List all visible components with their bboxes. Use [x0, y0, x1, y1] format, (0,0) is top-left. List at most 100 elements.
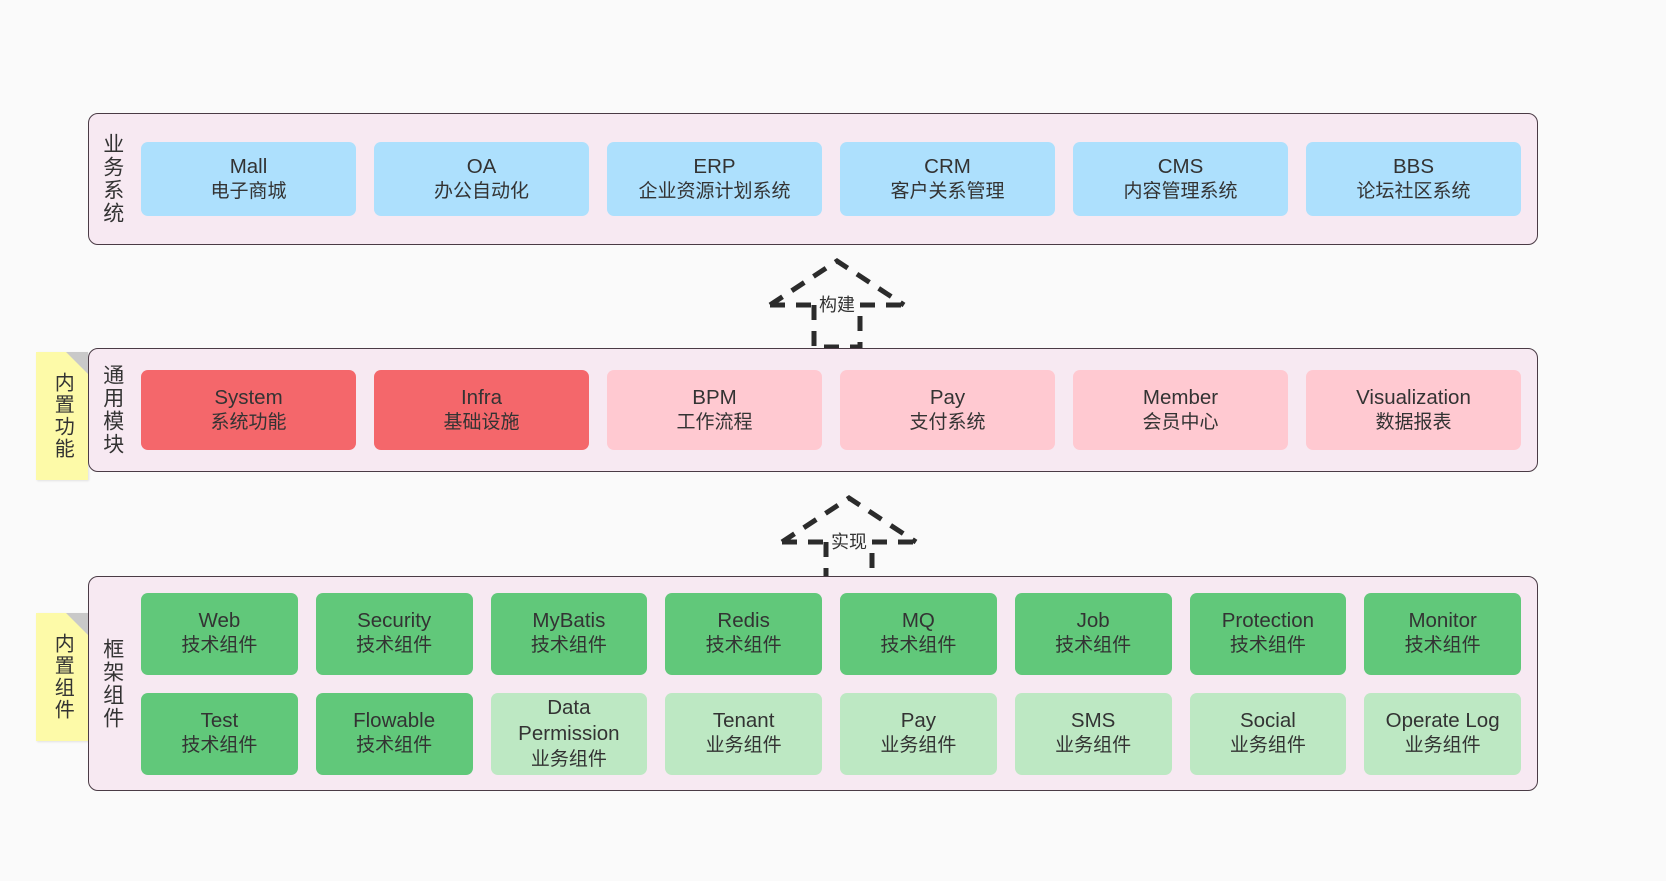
card-title: Flowable: [353, 709, 436, 733]
layer-business-system: 业务系统 Mall 电子商城 OA 办公自动化 ERP 企业资源计划系统 CRM: [88, 113, 1538, 245]
card-title: SMS: [1070, 709, 1116, 733]
card-title: System: [214, 385, 283, 409]
card-title: Mall: [229, 154, 268, 178]
card-infra[interactable]: Infra 基础设施: [374, 370, 589, 450]
card-visualization[interactable]: Visualization 数据报表: [1306, 370, 1521, 450]
layer-body-common: System 系统功能 Infra 基础设施 BPM 工作流程 Pay 支付系统…: [135, 349, 1537, 471]
framework-tech-row: Web 技术组件 Security 技术组件 MyBatis 技术组件 Redi…: [141, 592, 1521, 675]
card-title: Operate Log: [1385, 709, 1500, 733]
card-subtitle: 系统功能: [210, 411, 287, 433]
card-mybatis[interactable]: MyBatis 技术组件: [490, 592, 648, 675]
card-tenant[interactable]: Tenant 业务组件: [665, 692, 822, 775]
card-web[interactable]: Web 技术组件: [141, 592, 298, 675]
card-mall[interactable]: Mall 电子商城: [141, 142, 356, 216]
card-test[interactable]: Test 技术组件: [141, 692, 298, 775]
common-card-row: System 系统功能 Infra 基础设施 BPM 工作流程 Pay 支付系统…: [141, 370, 1521, 450]
card-redis[interactable]: Redis 技术组件: [665, 592, 822, 675]
card-title: Monitor: [1408, 609, 1477, 633]
card-erp[interactable]: ERP 企业资源计划系统: [607, 142, 822, 216]
card-subtitle: 技术组件: [530, 635, 607, 657]
card-subtitle: 技术组件: [1404, 635, 1481, 657]
card-oa[interactable]: OA 办公自动化: [374, 142, 589, 216]
card-bbs[interactable]: BBS 论坛社区系统: [1306, 142, 1521, 216]
layer-framework-component: 框架组件 Web 技术组件 Security 技术组件 MyBatis 技术组件…: [88, 576, 1538, 791]
card-bpm[interactable]: BPM 工作流程: [607, 370, 822, 450]
arrow-build-icon: [768, 258, 906, 350]
arrow-implement-label: 实现: [831, 532, 867, 552]
card-subtitle: 业务组件: [880, 735, 957, 757]
card-title: OA: [466, 154, 497, 178]
card-security[interactable]: Security 技术组件: [315, 592, 473, 675]
card-subtitle: 会员中心: [1142, 411, 1219, 433]
layer-title-common: 通用模块: [100, 364, 124, 456]
card-subtitle: 技术组件: [356, 735, 433, 757]
framework-biz-row: Test 技术组件 Flowable 技术组件 Data Permission …: [141, 692, 1521, 775]
card-title: BPM: [692, 385, 737, 409]
card-title: Pay: [929, 385, 966, 409]
layer-body-framework: Web 技术组件 Security 技术组件 MyBatis 技术组件 Redi…: [135, 577, 1537, 790]
card-subtitle: 内容管理系统: [1123, 180, 1238, 202]
card-title: MyBatis: [532, 609, 606, 633]
card-monitor[interactable]: Monitor 技术组件: [1364, 592, 1521, 675]
card-subtitle: 企业资源计划系统: [638, 180, 791, 202]
card-title: ERP: [693, 154, 736, 178]
card-crm[interactable]: CRM 客户关系管理: [840, 142, 1055, 216]
card-data-permission[interactable]: Data Permission 业务组件: [490, 692, 648, 775]
card-social[interactable]: Social 业务组件: [1189, 692, 1347, 775]
card-sms[interactable]: SMS 业务组件: [1014, 692, 1172, 775]
card-subtitle: 技术组件: [356, 635, 433, 657]
card-protection[interactable]: Protection 技术组件: [1189, 592, 1347, 675]
card-title: Test: [200, 709, 239, 733]
sticky-fold-icon: [66, 352, 88, 374]
card-subtitle: 技术组件: [181, 635, 258, 657]
card-subtitle: 工作流程: [676, 411, 753, 433]
arrow-build: 构建: [762, 255, 912, 351]
card-title: Security: [357, 609, 432, 633]
card-subtitle: 业务组件: [1055, 735, 1132, 757]
card-subtitle: 技术组件: [705, 635, 782, 657]
card-member[interactable]: Member 会员中心: [1073, 370, 1288, 450]
card-subtitle: 技术组件: [1229, 635, 1306, 657]
card-flowable[interactable]: Flowable 技术组件: [315, 692, 473, 775]
sticky-label: 内置组件: [51, 633, 74, 721]
sticky-label: 内置功能: [51, 372, 74, 460]
card-title: Social: [1239, 709, 1296, 733]
card-subtitle: 业务组件: [705, 735, 782, 757]
card-subtitle: 数据报表: [1375, 411, 1452, 433]
sticky-note-builtin-components: 内置组件: [36, 613, 88, 741]
card-cms[interactable]: CMS 内容管理系统: [1073, 142, 1288, 216]
card-title: CMS: [1157, 154, 1204, 178]
card-title: Infra: [460, 385, 503, 409]
card-system[interactable]: System 系统功能: [141, 370, 356, 450]
card-subtitle: 业务组件: [1229, 735, 1306, 757]
card-title: BBS: [1392, 154, 1435, 178]
card-job[interactable]: Job 技术组件: [1014, 592, 1172, 675]
layer-title-framework: 框架组件: [100, 637, 124, 730]
card-pay-component[interactable]: Pay 业务组件: [840, 692, 997, 775]
card-title: MQ: [901, 609, 935, 633]
card-subtitle: 论坛社区系统: [1356, 180, 1471, 202]
layer-body-business: Mall 电子商城 OA 办公自动化 ERP 企业资源计划系统 CRM 客户关系…: [135, 114, 1537, 244]
layer-common-module: 通用模块 System 系统功能 Infra 基础设施 BPM 工作流程 Pay: [88, 348, 1538, 472]
card-operate-log[interactable]: Operate Log 业务组件: [1364, 692, 1521, 775]
card-subtitle: 支付系统: [909, 411, 986, 433]
card-title: Member: [1142, 385, 1219, 409]
card-title: Tenant: [712, 709, 775, 733]
card-mq[interactable]: MQ 技术组件: [840, 592, 997, 675]
card-pay[interactable]: Pay 支付系统: [840, 370, 1055, 450]
card-title: Protection: [1221, 609, 1315, 633]
card-title: CRM: [924, 154, 971, 178]
card-subtitle: 办公自动化: [433, 180, 529, 202]
card-subtitle: 技术组件: [1055, 635, 1132, 657]
card-subtitle: 业务组件: [530, 748, 607, 770]
card-title: Pay: [900, 709, 937, 733]
card-subtitle: 技术组件: [880, 635, 957, 657]
business-card-row: Mall 电子商城 OA 办公自动化 ERP 企业资源计划系统 CRM 客户关系…: [141, 142, 1521, 216]
card-title: Visualization: [1356, 385, 1471, 409]
arrow-implement: 实现: [774, 492, 924, 588]
sticky-note-builtin-features: 内置功能: [36, 352, 88, 480]
sticky-fold-icon: [66, 613, 88, 635]
card-subtitle: 客户关系管理: [890, 180, 1005, 202]
card-subtitle: 技术组件: [181, 735, 258, 757]
